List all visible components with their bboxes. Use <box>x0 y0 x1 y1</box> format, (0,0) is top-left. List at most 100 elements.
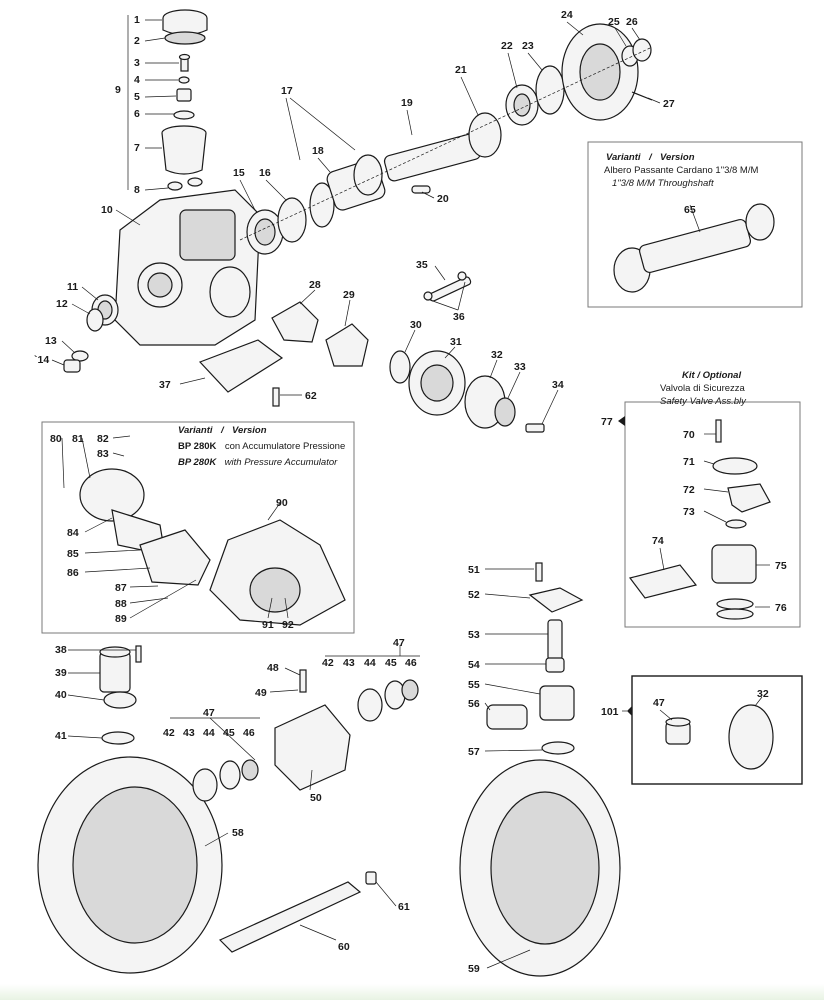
callout-9: 9 <box>115 84 121 96</box>
part-58-manifold-cover <box>37 756 223 974</box>
part-51-screw <box>535 562 543 582</box>
part-42-46-valve-right <box>357 679 419 722</box>
callout-91: 91 <box>262 619 274 631</box>
svg-text:Varianti / Version: Varianti / Version <box>178 420 267 437</box>
callout-44-right: 44 <box>364 657 376 669</box>
part-17-spacer <box>309 182 335 228</box>
callout-33: 33 <box>514 361 526 373</box>
part-20-key <box>411 185 431 194</box>
part-31-diaphragm-cover <box>408 350 466 416</box>
callout-1: 1 <box>134 14 140 26</box>
callout-65: 65 <box>684 204 696 216</box>
cardan-caption: Varianti / Version Albero Passante Carda… <box>604 147 758 189</box>
part-10-pump-body <box>114 189 261 346</box>
part-57-oring <box>541 741 575 755</box>
callout-34: 34 <box>552 379 564 391</box>
callout-26: 26 <box>626 16 638 28</box>
part-5-nut <box>176 88 192 102</box>
callout-30: 30 <box>410 319 422 331</box>
callout-16: 16 <box>259 167 271 179</box>
part-75-valve-body <box>711 544 757 584</box>
part-26-cap <box>632 38 652 62</box>
callout-87: 87 <box>115 582 127 594</box>
callout-45-left: 45 <box>223 727 235 739</box>
callout-75: 75 <box>775 560 787 572</box>
callout-28: 28 <box>309 279 321 291</box>
callout-31: 31 <box>450 336 462 348</box>
callout-70: 70 <box>683 429 695 441</box>
part-16-ring <box>277 197 307 243</box>
callout-77: 77 <box>601 416 613 428</box>
part-70-screw <box>715 419 722 443</box>
cardan-variant-box <box>587 141 803 308</box>
safety-caption-it: Valvola di Sicurezza <box>660 383 746 394</box>
callout-50: 50 <box>310 792 322 804</box>
callout-56: 56 <box>468 698 480 710</box>
callout-84: 84 <box>67 527 79 539</box>
callout-47-kit: 47 <box>653 697 665 709</box>
callout-18: 18 <box>312 145 324 157</box>
part-4-washer <box>178 76 190 84</box>
part-28-bracket <box>271 301 319 343</box>
callout-89: 89 <box>115 613 127 625</box>
part-65-throughshaft <box>613 203 775 293</box>
callout-5: 5 <box>134 91 140 103</box>
callout-22: 22 <box>501 40 513 52</box>
kit-pointer-icon <box>618 416 625 426</box>
callout-3: 3 <box>134 57 140 69</box>
callout-numbers: 1 2 3 4 5 6 7 8 9 10 11 12 13 `14 15 16 … <box>34 9 787 975</box>
callout-51: 51 <box>468 564 480 576</box>
callout-40: 40 <box>55 689 67 701</box>
part-47-valve-assembly <box>665 717 691 745</box>
part-23-ring <box>535 65 565 115</box>
callout-48: 48 <box>267 662 279 674</box>
callout-60: 60 <box>338 941 350 953</box>
callout-35: 35 <box>416 259 428 271</box>
callout-46-left: 46 <box>243 727 255 739</box>
part-72-elbow <box>727 483 771 513</box>
callout-46-right: 46 <box>405 657 417 669</box>
part-56-clip <box>486 704 528 730</box>
callout-17: 17 <box>281 85 293 97</box>
svg-text:BP 280K with Pressure Ac: BP 280K with Pressure Accumulator <box>178 452 338 469</box>
callout-39: 39 <box>55 667 67 679</box>
part-34-bolt <box>525 423 545 433</box>
part-7-oil-reservoir <box>161 125 207 175</box>
accumulator-variant-box <box>41 421 355 634</box>
part-3-screw <box>178 53 191 72</box>
callout-61: 61 <box>398 901 410 913</box>
part-8-connector <box>167 177 203 191</box>
safety-valve-caption: Kit / Optional Valvola di Sicurezza Safe… <box>660 370 747 407</box>
callout-29: 29 <box>343 289 355 301</box>
safety-valve-box <box>624 401 801 628</box>
part-39-fitting <box>99 646 131 693</box>
accumulator-caption: Varianti / Version BP 280K con Accumulat… <box>178 420 345 469</box>
callout-4: 4 <box>134 74 140 86</box>
svg-text:Varianti / Version: Varianti / Version <box>606 147 695 164</box>
part-1-cap <box>162 9 208 45</box>
callout-15: 15 <box>233 167 245 179</box>
callout-43-right: 43 <box>343 657 355 669</box>
callout-14: `14 <box>34 354 49 366</box>
part-55-valve-seat <box>539 685 575 721</box>
callout-53: 53 <box>468 629 480 641</box>
callout-92: 92 <box>282 619 294 631</box>
callout-7: 7 <box>134 142 140 154</box>
callout-90: 90 <box>276 497 288 509</box>
part-62-screw <box>272 387 280 407</box>
callout-76: 76 <box>775 602 787 614</box>
footer-band <box>0 984 824 1000</box>
callout-72: 72 <box>683 484 695 496</box>
callout-27: 27 <box>663 98 675 110</box>
part-54-spring <box>545 657 565 673</box>
part-29-piston <box>325 323 369 367</box>
part-27-screw <box>631 91 653 101</box>
part-19-shaft <box>383 133 481 182</box>
part-37-guard <box>198 339 284 393</box>
callout-58: 58 <box>232 827 244 839</box>
callout-44-left: 44 <box>203 727 215 739</box>
part-42-46-valve-left <box>192 759 259 802</box>
callout-37: 37 <box>159 379 171 391</box>
callout-47-left: 47 <box>203 707 215 719</box>
callout-80: 80 <box>50 433 62 445</box>
